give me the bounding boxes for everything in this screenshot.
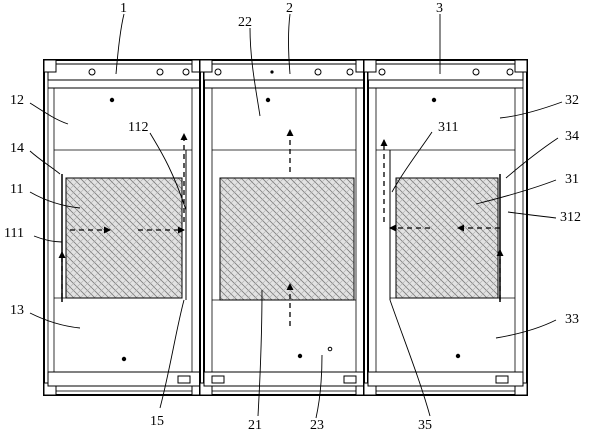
label-1: 1	[120, 1, 127, 16]
leader-33	[495, 319, 557, 339]
cabinet-1-fixing	[109, 97, 115, 103]
cabinet-3-fixing	[455, 353, 461, 359]
cabinet-2-bottom-bracket	[343, 375, 357, 384]
cabinet-2-bolt	[214, 68, 222, 76]
cabinet-3-fixing	[431, 97, 437, 103]
cabinet-3-outer-frame	[363, 59, 528, 396]
label-15: 15	[150, 414, 164, 429]
cabinet-3	[363, 59, 528, 396]
label-23: 23	[310, 418, 324, 431]
label-21: 21	[248, 418, 262, 431]
cabinet-2-bottom-rail	[203, 371, 365, 387]
label-312: 312	[560, 210, 581, 225]
leader-1	[115, 13, 125, 75]
leader-31	[475, 179, 557, 205]
filter-31	[395, 177, 499, 299]
label-35: 35	[418, 418, 432, 431]
leader-12	[29, 102, 69, 125]
cabinet-3-bolt	[378, 68, 386, 76]
leader-32	[499, 101, 563, 119]
cabinet-2-fixing	[327, 346, 333, 352]
leader-2	[288, 13, 291, 75]
label-32: 32	[565, 93, 579, 108]
cabinet-1-bolt	[156, 68, 164, 76]
cabinet-2-bolt	[314, 68, 322, 76]
label-12: 12	[10, 93, 24, 108]
airflow-arrows	[58, 129, 504, 326]
label-14: 14	[10, 141, 24, 156]
cabinet-3-bottom-bracket	[495, 375, 509, 384]
filter-11	[65, 177, 183, 299]
label-11: 11	[10, 182, 23, 197]
cabinet-1	[43, 59, 205, 396]
cabinet-2-bolt	[346, 68, 354, 76]
cabinet-1-bottom-bracket	[177, 375, 191, 384]
cabinet-2-fixing	[297, 353, 303, 359]
leader-14	[29, 150, 61, 175]
label-33: 33	[565, 312, 579, 327]
label-34: 34	[565, 129, 579, 144]
label-311: 311	[438, 120, 458, 135]
label-22: 22	[238, 15, 252, 30]
leader-lines	[29, 13, 563, 419]
cabinet-1-bolt	[182, 68, 190, 76]
cabinet-1-corner	[43, 59, 57, 73]
cabinet-2-corner	[199, 59, 213, 73]
cabinet-1-bolt	[88, 68, 96, 76]
cabinet-1-fixing	[121, 356, 127, 362]
leader-112	[149, 132, 187, 211]
leader-21	[257, 289, 263, 417]
leader-111	[33, 235, 63, 243]
leader-35	[389, 299, 431, 417]
cabinet-3-bolt	[472, 68, 480, 76]
leader-34	[505, 137, 559, 179]
cabinet-3-corner	[514, 59, 528, 73]
leader-13	[29, 312, 81, 329]
leader-15	[159, 299, 185, 409]
cabinet-3-bottom-rail	[367, 371, 524, 387]
label-31: 31	[565, 172, 579, 187]
leader-311	[391, 131, 433, 193]
filter-21	[219, 177, 355, 301]
label-111: 111	[4, 226, 24, 241]
cabinet-3-bolt	[506, 68, 514, 76]
leader-11	[29, 191, 81, 209]
label-112: 112	[128, 120, 148, 135]
leader-22	[249, 27, 261, 117]
cabinet-2-bottom-bracket	[211, 375, 225, 384]
cabinet-1-bottom-rail	[47, 371, 201, 387]
cabinet-1-top-rail	[47, 63, 201, 81]
leader-312	[507, 211, 557, 219]
label-2: 2	[286, 1, 293, 16]
label-13: 13	[10, 303, 24, 318]
cabinet-3-top-rail	[367, 63, 524, 81]
leader-23	[315, 354, 323, 419]
cabinet-2-bolt	[270, 70, 274, 74]
cabinet-2	[199, 59, 369, 396]
reference-numerals: 1 2 3 12 14 11 111 13 112 22 15 21 23 31…	[4, 1, 581, 433]
cabinet-3-corner	[363, 59, 377, 73]
cabinet-2-fixing	[265, 97, 271, 103]
cabinet-2-top-rail	[203, 63, 365, 81]
label-3: 3	[436, 1, 443, 16]
